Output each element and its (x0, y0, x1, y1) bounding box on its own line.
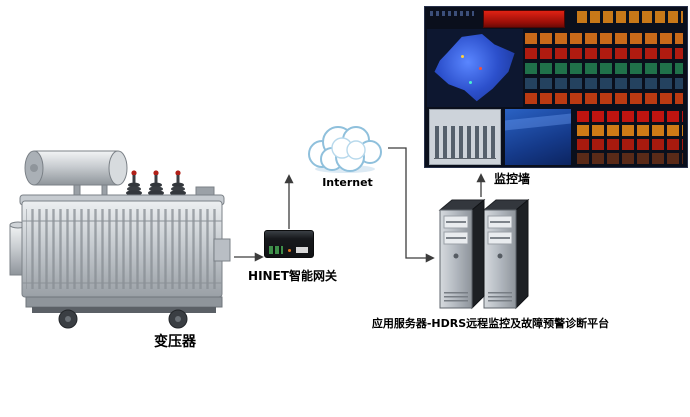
thumbnail-row (577, 125, 683, 136)
radiator-fins (26, 209, 218, 289)
thumbnail-row (577, 139, 683, 150)
thumbnail-row (577, 153, 683, 164)
thumbnail-row (577, 111, 683, 122)
map-dot (469, 81, 472, 84)
monitor-map-panel (427, 29, 523, 107)
transformer-graphic (9, 150, 231, 329)
bar-chart-bars (435, 126, 495, 158)
monitor-red-banner (483, 10, 565, 28)
internet-cloud-icon (308, 126, 382, 173)
servers-label: 应用服务器-HDRS远程监控及故障预警诊断平台 (371, 317, 610, 330)
thumbnail-row (525, 48, 683, 59)
transformer-label: 变压器 (154, 334, 196, 350)
monitor-blue-panel (505, 109, 571, 165)
monitor-top-thumbnail-row (577, 11, 683, 23)
gateway-device (264, 230, 314, 258)
conservator-tank (24, 150, 128, 202)
gateway-led (288, 249, 291, 252)
blue-panel-shine (505, 113, 571, 131)
server-towers (438, 198, 530, 310)
monitor-top-text-strip (430, 11, 474, 16)
base-and-wheels (25, 296, 223, 329)
server-tower-right (482, 198, 530, 310)
side-valve-box (213, 238, 231, 262)
thumbnail-row (525, 93, 683, 104)
gateway-label-strip (296, 247, 308, 253)
main-tank (19, 194, 231, 298)
thumbnail-row (525, 78, 683, 89)
map-dot (461, 55, 464, 58)
thumbnail-row (525, 33, 683, 44)
server-tower-left (438, 198, 486, 310)
thumbnail-row (525, 63, 683, 74)
bar-chart-axis (434, 158, 496, 159)
monitor-bar-chart-panel (429, 109, 501, 165)
monitor-wall-label: 监控墙 (493, 172, 530, 186)
china-map-graphic (434, 33, 515, 102)
gateway-ports (269, 246, 283, 254)
internet-label: Internet (322, 176, 373, 189)
map-dot (479, 67, 482, 70)
monitor-wall-screenshot (424, 6, 688, 168)
gateway-label: HINET智能网关 (248, 269, 337, 283)
